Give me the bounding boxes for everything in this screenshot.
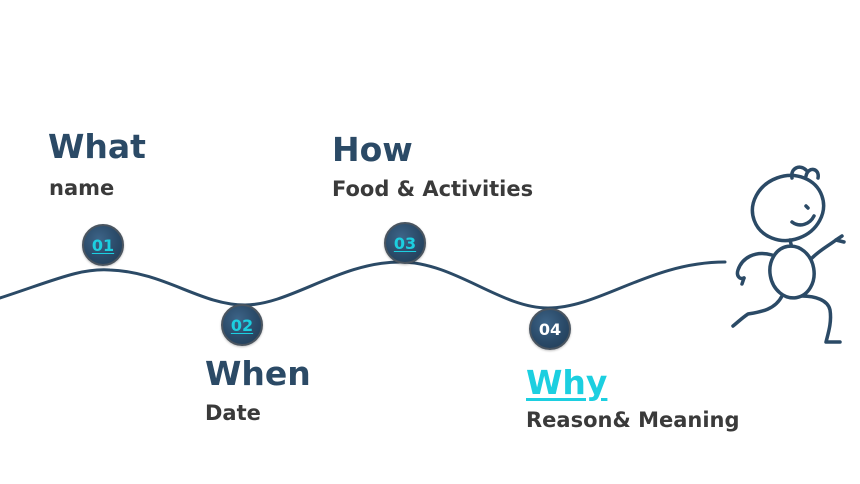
step-node-01[interactable]: 01 xyxy=(82,224,124,266)
timeline-curve xyxy=(0,260,727,310)
step-node-02[interactable]: 02 xyxy=(221,304,263,346)
step-number: 03 xyxy=(393,233,417,253)
step-title-when: When xyxy=(205,354,311,393)
step-subtitle-reason-meaning: Reason& Meaning xyxy=(526,408,740,432)
step-title-what: What xyxy=(48,127,146,166)
step-title-how: How xyxy=(332,130,413,169)
step-subtitle-date: Date xyxy=(205,401,261,425)
step-number: 04 xyxy=(538,319,562,339)
step-number: 01 xyxy=(91,235,115,255)
step-title-why-link[interactable]: Why xyxy=(526,363,608,402)
step-subtitle-name: name xyxy=(49,176,115,200)
step-node-03[interactable]: 03 xyxy=(384,222,426,264)
step-number: 02 xyxy=(230,315,254,335)
step-node-04[interactable]: 04 xyxy=(529,308,571,350)
running-stick-figure-icon xyxy=(731,165,846,344)
step-subtitle-food-activities: Food & Activities xyxy=(332,177,534,201)
